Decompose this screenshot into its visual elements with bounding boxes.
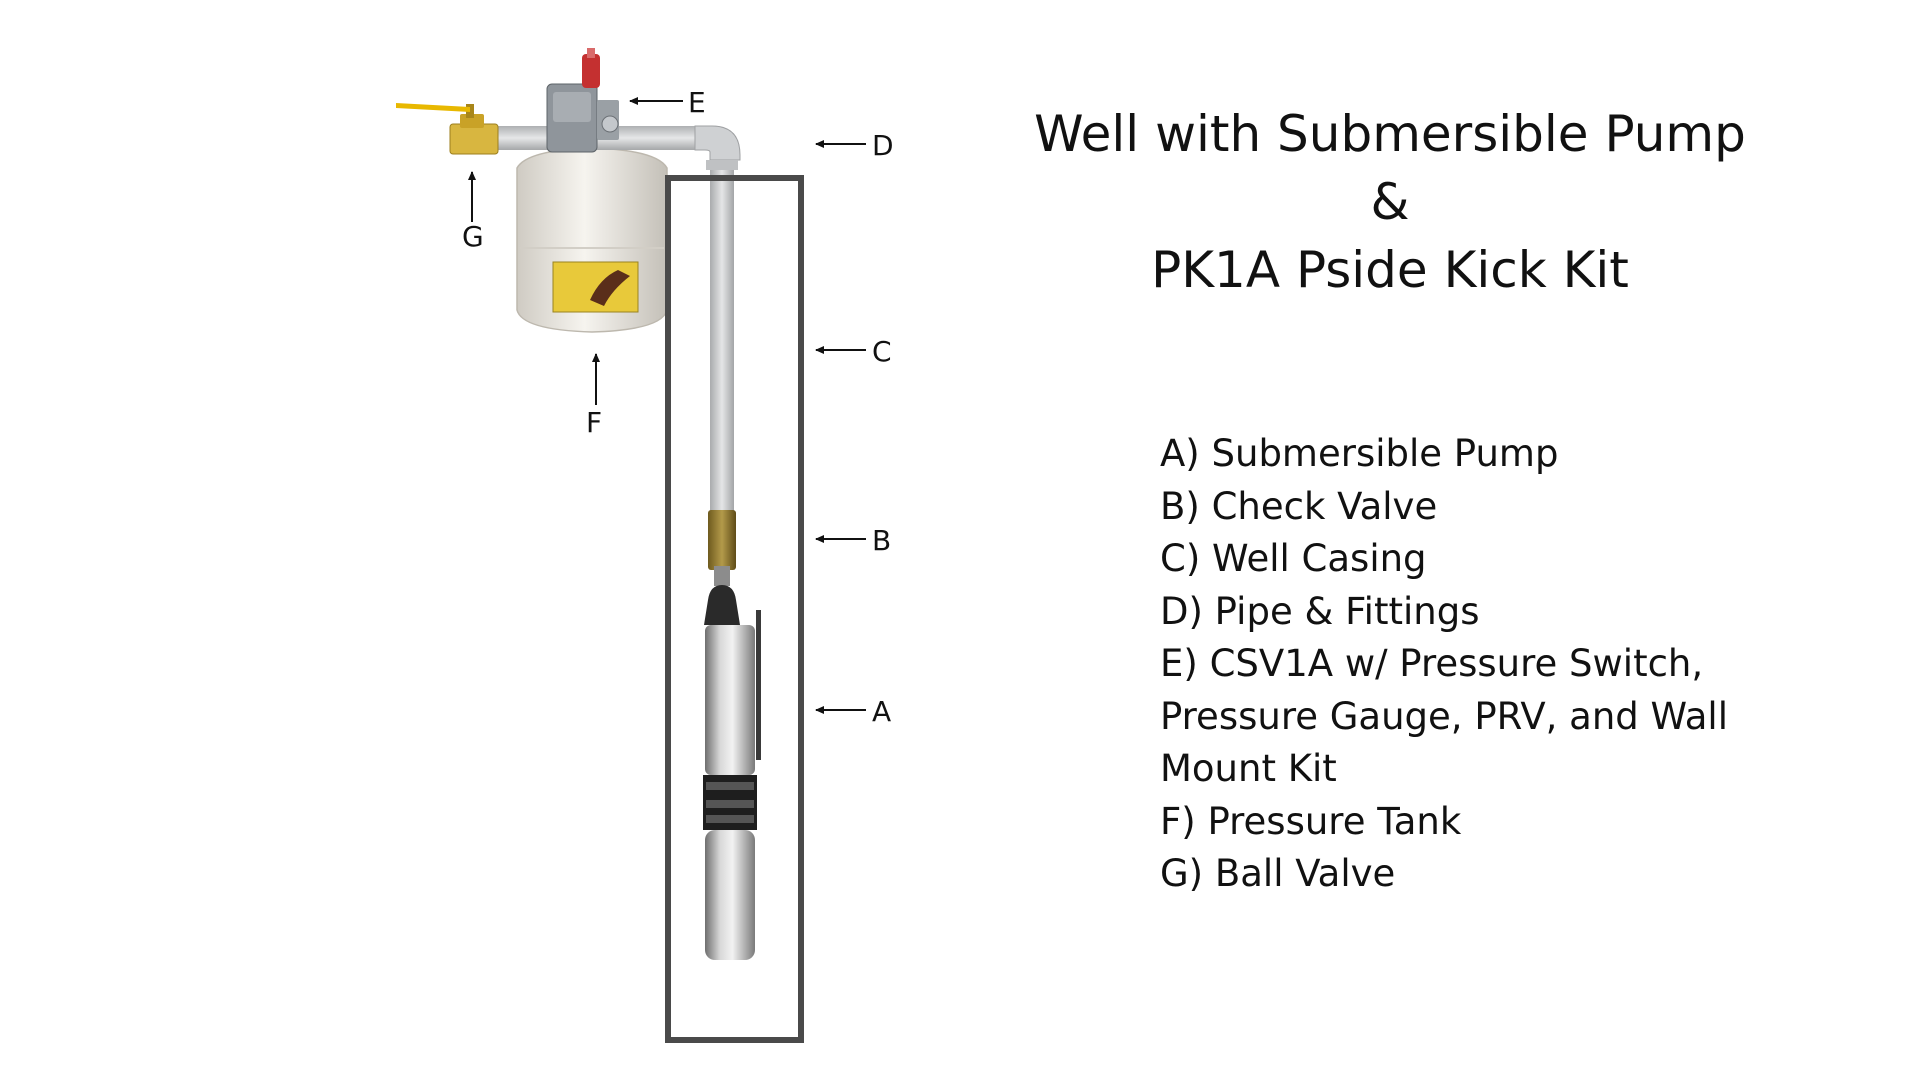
callout-c: C	[872, 335, 892, 368]
well-diagram: E D C B A F G	[396, 48, 894, 1043]
title-line-1: Well with Submersible Pump	[1034, 105, 1746, 163]
callout-d: D	[872, 129, 894, 162]
legend-item: E) CSV1A w/ Pressure Switch,	[1160, 642, 1704, 685]
legend-item: D) Pipe & Fittings	[1160, 589, 1480, 633]
legend-item: G) Ball Valve	[1160, 852, 1396, 895]
csv-assembly	[546, 48, 619, 153]
parts-legend: A) Submersible Pump B) Check Valve C) We…	[1160, 428, 1760, 901]
title-line-2: &	[1370, 173, 1410, 231]
well-casing	[665, 175, 804, 1043]
legend-item: Mount Kit	[1160, 747, 1337, 790]
title-line-3: PK1A Pside Kick Kit	[1151, 241, 1629, 299]
drop-pipe	[694, 125, 741, 515]
callout-g: G	[462, 220, 484, 253]
callout-f: F	[586, 406, 602, 439]
ball-valve	[396, 103, 499, 155]
legend-item: F) Pressure Tank	[1160, 799, 1462, 843]
submersible-pump	[703, 585, 761, 960]
legend-item: B) Check Valve	[1160, 484, 1438, 528]
legend-item: A) Submersible Pump	[1160, 432, 1559, 475]
callout-e: E	[688, 86, 706, 119]
callout-arrows	[468, 97, 866, 714]
pressure-tank	[516, 147, 668, 333]
check-valve	[708, 510, 736, 586]
callout-b: B	[872, 524, 891, 557]
legend-item: Pressure Gauge, PRV, and Wall	[1160, 694, 1728, 738]
callout-a: A	[872, 695, 891, 728]
diagram-title: Well with Submersible Pump & PK1A Pside …	[1010, 100, 1770, 304]
legend-item: C) Well Casing	[1160, 537, 1427, 580]
